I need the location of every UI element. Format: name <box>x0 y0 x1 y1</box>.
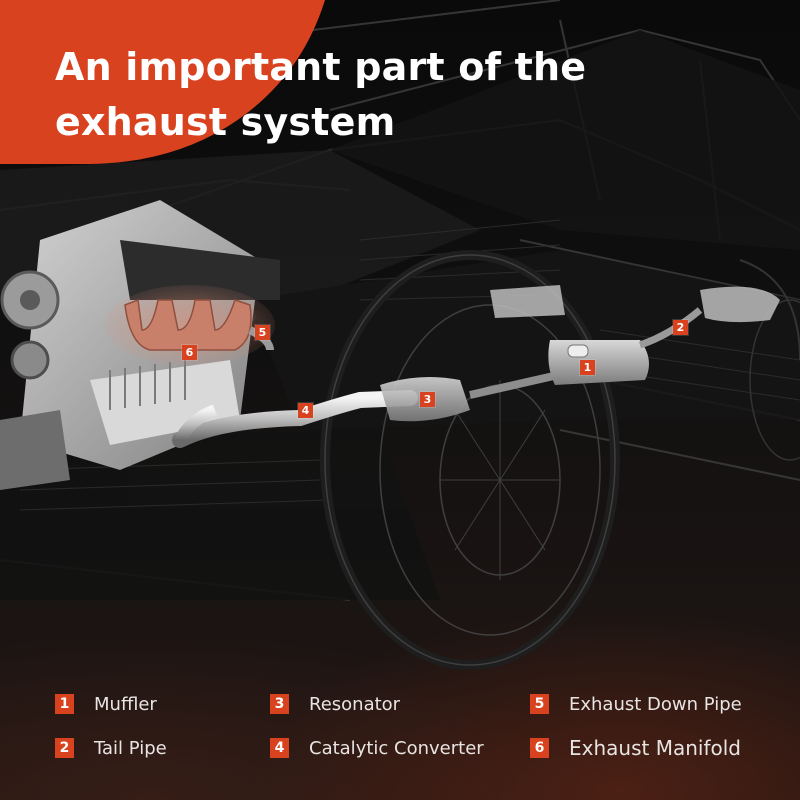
exhaust-manifold <box>105 285 275 365</box>
legend-badge: 2 <box>55 738 74 758</box>
rear-wheel <box>739 259 800 461</box>
title-line-1: An important part of the <box>55 45 587 89</box>
legend-item-resonator: 3 Resonator <box>270 691 400 717</box>
legend-badge: 5 <box>530 694 549 714</box>
front-wheel <box>320 250 620 670</box>
title-background-shape <box>0 0 325 164</box>
callout-marker-2: 2 <box>673 320 688 335</box>
muffler <box>490 285 649 385</box>
callout-marker-1: 1 <box>580 360 595 375</box>
callout-marker-3: 3 <box>420 392 435 407</box>
tail-pipe <box>638 286 780 349</box>
legend-label: Exhaust Manifold <box>569 736 741 760</box>
page-title: An important part of the exhaust system <box>55 40 586 150</box>
legend-badge: 1 <box>55 694 74 714</box>
legend-badge: 3 <box>270 694 289 714</box>
legend-label: Catalytic Converter <box>309 737 484 759</box>
legend-label: Muffler <box>94 693 157 715</box>
callout-marker-5: 5 <box>255 325 270 340</box>
legend-badge: 6 <box>530 738 549 758</box>
callout-marker-6: 6 <box>182 345 197 360</box>
exhaust-pipes <box>172 326 418 448</box>
title-line-2: exhaust system <box>55 100 396 144</box>
legend-label: Tail Pipe <box>94 737 167 759</box>
legend-item-exhaust-down-pipe: 5 Exhaust Down Pipe <box>530 691 742 717</box>
legend-item-tail-pipe: 2 Tail Pipe <box>55 735 167 761</box>
legend-item-muffler: 1 Muffler <box>55 691 157 717</box>
legend-item-exhaust-manifold: 6 Exhaust Manifold <box>530 735 741 761</box>
legend-item-catalytic-converter: 4 Catalytic Converter <box>270 735 484 761</box>
legend-label: Resonator <box>309 693 401 715</box>
parts-legend: 1 Muffler 2 Tail Pipe 3 Resonator 4 Cata… <box>0 688 800 768</box>
legend-label: Exhaust Down Pipe <box>569 693 742 715</box>
legend-badge: 4 <box>270 738 289 758</box>
callout-marker-4: 4 <box>298 403 313 418</box>
